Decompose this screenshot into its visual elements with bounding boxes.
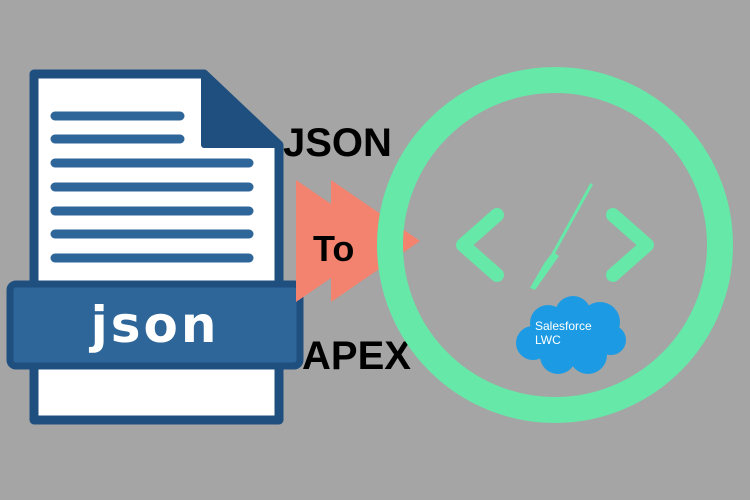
badge-ring [377,67,733,423]
brush-icon [530,183,593,290]
arrow-front [331,180,420,302]
file-text-lines [50,111,254,263]
source-format-text: JSON [283,121,392,165]
code-brush-icon [456,208,654,282]
file-type-label: json [90,296,220,354]
cloud-text-line1: Salesforce [535,319,592,333]
file-fold [201,71,282,148]
salesforce-cloud-icon [516,296,626,374]
connector-text: To [313,228,355,269]
chevron-right-icon [606,208,654,282]
cloud-text-line2: LWC [535,333,561,347]
chevron-left-icon [456,208,504,282]
target-format-text: APEX [302,334,411,378]
file-label-band [6,280,304,370]
salesforce-lwc-label: Salesforce LWC [535,319,615,347]
